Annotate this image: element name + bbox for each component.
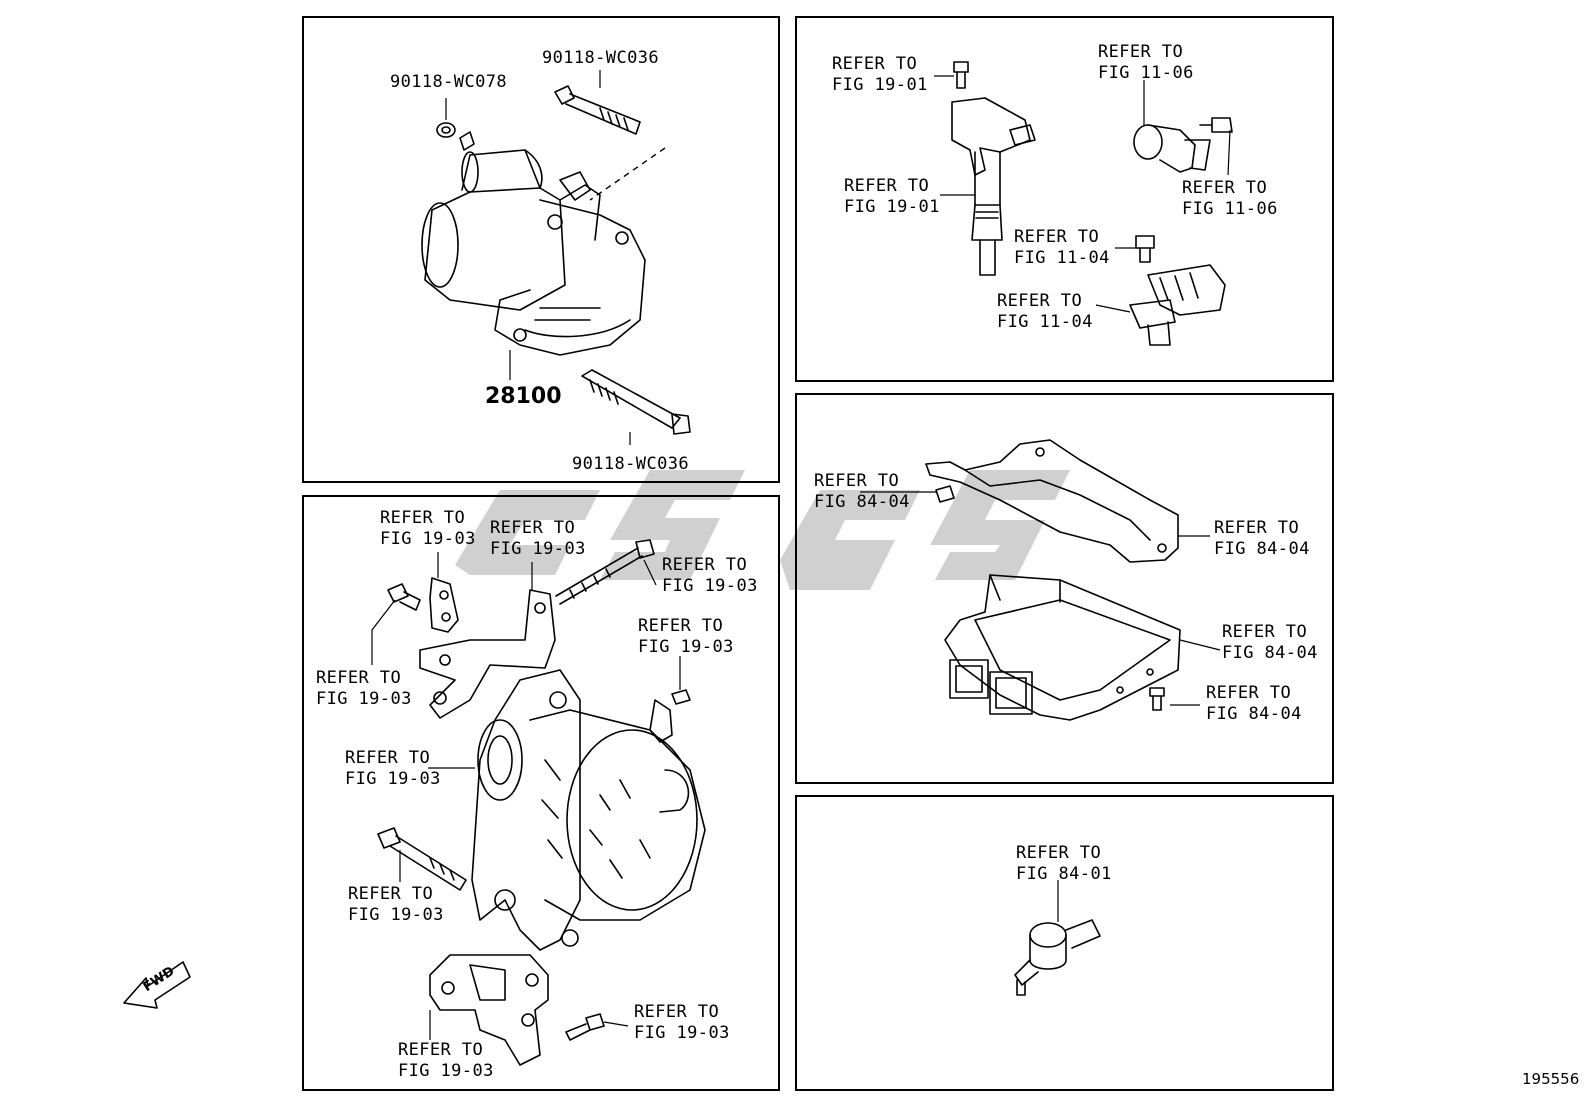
panel-starter — [302, 16, 780, 483]
label-starter-28100: 28100 — [485, 384, 562, 409]
bolt-bottom-drawing — [581, 369, 691, 435]
bolt-top-drawing — [554, 85, 641, 135]
bolt-bracket-drawing — [387, 583, 421, 611]
nut-small-drawing — [671, 689, 691, 705]
long-bolt-drawing — [555, 539, 655, 605]
figure-number: 195556 — [1522, 1070, 1580, 1088]
bolt-top-dashed-line — [589, 147, 666, 201]
fwd-arrow-icon — [123, 961, 191, 1009]
bolt-coil-drawing — [953, 61, 969, 89]
label-nut-wc078: 90118-WC078 — [390, 72, 507, 92]
alternator-leaders — [371, 552, 681, 1040]
label-bolt-wc036-bottom: 90118-WC036 — [572, 454, 689, 474]
bracket-small-drawing — [429, 577, 459, 633]
lower-bracket-drawing — [429, 954, 549, 1066]
sensor-leaders — [934, 75, 1231, 313]
bolt-lower-drawing — [565, 1013, 605, 1041]
starter-motor-drawing — [421, 149, 646, 356]
label-bolt-wc036-top: 90118-WC036 — [542, 48, 659, 68]
panel-alternator — [302, 495, 780, 1091]
ecu-bolt-drawing — [1149, 687, 1165, 711]
panel-ecu — [795, 393, 1334, 784]
bolt-alternator-drawing — [377, 827, 467, 891]
crank-sensor-drawing — [1129, 264, 1226, 346]
ecu-unit-drawing — [944, 574, 1181, 721]
ecu-leaders — [860, 491, 1221, 706]
panel-oil-pressure-switch — [795, 795, 1334, 1091]
ecu-cover-drawing — [925, 439, 1179, 563]
alternator-bracket-drawing — [419, 589, 556, 719]
bolt-sensor-drawing — [1135, 235, 1155, 263]
starter-leaders — [445, 70, 631, 445]
nut-wc078-drawing — [436, 122, 475, 151]
cam-sensor-drawing — [1133, 117, 1233, 173]
ecu-nut-drawing — [935, 485, 955, 503]
oil-pressure-switch-drawing — [1014, 919, 1101, 996]
ignition-coil-drawing — [951, 97, 1036, 276]
panel-ignition-sensors — [795, 16, 1334, 382]
alternator-drawing — [471, 669, 706, 951]
watermark-logo — [455, 470, 1070, 590]
